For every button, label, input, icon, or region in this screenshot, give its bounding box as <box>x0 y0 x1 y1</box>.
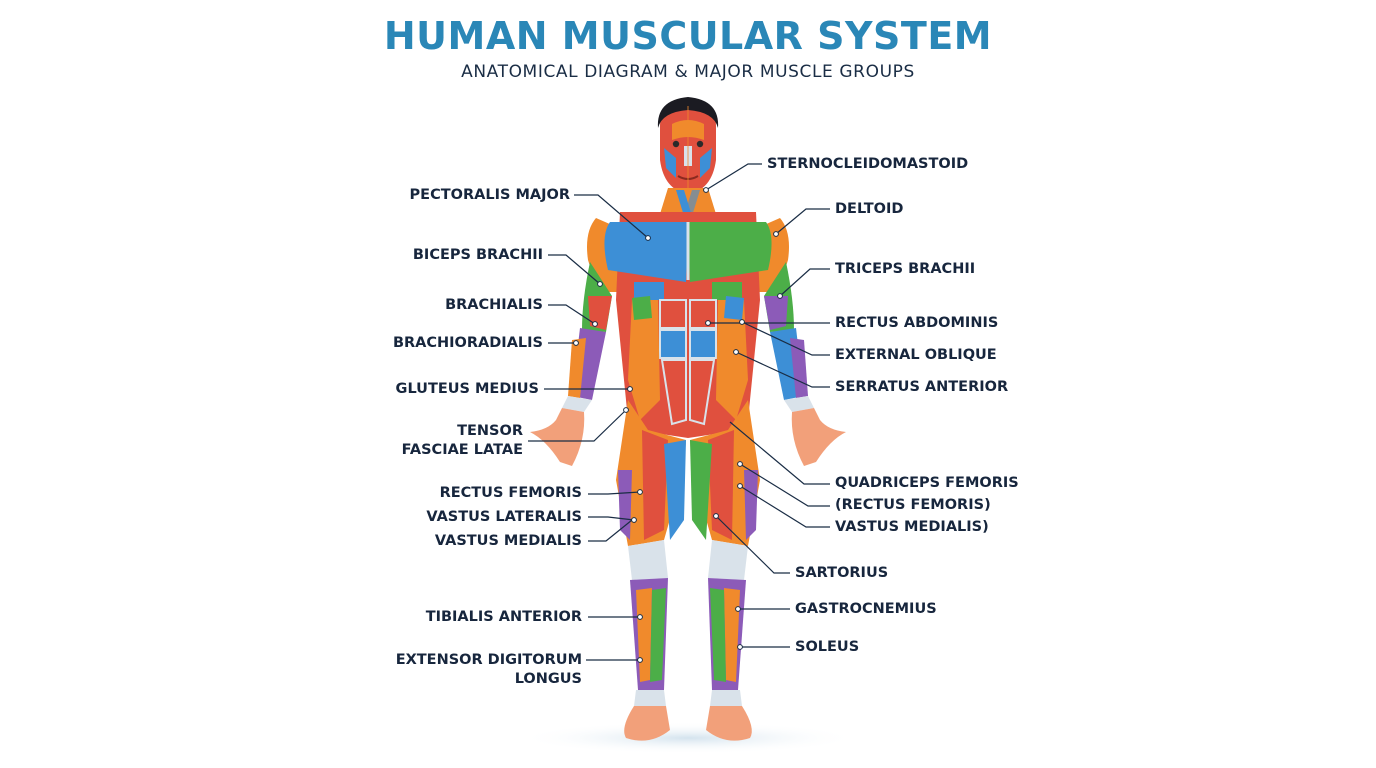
label-quadriceps-rectus-femoris: (RECTUS FEMORIS) <box>835 497 991 513</box>
label-external-oblique: EXTERNAL OBLIQUE <box>835 347 997 363</box>
leader-external-oblique <box>741 321 830 356</box>
leader-pectoralis-major <box>574 194 649 239</box>
label-sartorius: SARTORIUS <box>795 565 889 581</box>
label-extensor-digitorum-longus: EXTENSOR DIGITORUM LONGUS <box>396 651 582 689</box>
neck <box>660 188 716 216</box>
label-quadriceps-vastus-medialis: VASTUS MEDIALIS) <box>835 519 989 535</box>
label-extensor-digitorum-longus-line1: EXTENSOR DIGITORUM <box>395 652 582 668</box>
leader-sartorius <box>715 515 790 574</box>
label-pectoralis-major: PECTORALIS MAJOR <box>409 187 570 203</box>
label-tensor-fasciae-latae-line1: TENSOR <box>457 423 523 439</box>
leader-triceps-brachii <box>779 268 830 297</box>
leader-rectus-femoris <box>588 491 641 495</box>
leader-lines-left <box>528 194 649 661</box>
label-extensor-digitorum-longus-line2: LONGUS <box>514 671 582 687</box>
leader-biceps-brachii <box>548 254 601 285</box>
label-quadriceps-femoris: QUADRICEPS FEMORIS <box>835 475 1019 491</box>
leader-quadriceps-rectus-femoris <box>739 463 830 507</box>
leader-sternocleidomastoid <box>705 163 762 191</box>
leader-serratus-anterior <box>735 351 830 388</box>
label-soleus: SOLEUS <box>795 639 860 655</box>
label-tibialis-anterior: TIBIALIS ANTERIOR <box>425 609 582 625</box>
label-rectus-abdominis: RECTUS ABDOMINIS <box>835 315 999 331</box>
label-triceps-brachii: TRICEPS BRACHII <box>835 261 976 277</box>
diagram-subtitle: ANATOMICAL DIAGRAM & MAJOR MUSCLE GROUPS <box>461 62 915 82</box>
label-sternocleidomastoid: STERNOCLEIDOMASTOID <box>767 156 969 172</box>
leader-brachialis <box>548 304 596 325</box>
leader-deltoid <box>775 208 830 235</box>
left-leg <box>616 400 686 741</box>
diagram-title: HUMAN MUSCULAR SYSTEM <box>383 14 993 58</box>
label-brachialis: BRACHIALIS <box>445 297 543 313</box>
floor-shadow <box>518 722 858 754</box>
label-brachioradialis: BRACHIORADIALIS <box>392 335 543 351</box>
label-gluteus-medius: GLUTEUS MEDIUS <box>395 381 539 397</box>
leader-quadriceps-femoris <box>729 421 830 485</box>
label-tensor-fasciae-latae-line2: FASCIAE LATAE <box>401 442 523 458</box>
leader-tensor-fasciae-latae <box>528 409 627 442</box>
torso <box>604 212 772 438</box>
label-vastus-medialis: VASTUS MEDIALIS <box>434 533 582 549</box>
pointer-dots <box>573 187 783 663</box>
label-tensor-fasciae-latae: TENSOR FASCIAE LATAE <box>402 422 523 460</box>
label-rectus-femoris: RECTUS FEMORIS <box>439 485 582 501</box>
label-deltoid: DELTOID <box>835 201 904 217</box>
head <box>657 97 719 202</box>
leader-vastus-lateralis <box>588 516 635 521</box>
label-vastus-lateralis: VASTUS LATERALIS <box>426 509 582 525</box>
leader-lines-right <box>705 163 830 648</box>
leader-quadriceps-vastus-medialis <box>739 485 830 528</box>
leader-vastus-medialis <box>588 519 633 542</box>
label-gastrocnemius: GASTROCNEMIUS <box>795 601 937 617</box>
right-leg <box>690 400 760 741</box>
label-serratus-anterior: SERRATUS ANTERIOR <box>835 379 1009 395</box>
label-biceps-brachii: BICEPS BRACHII <box>412 247 543 263</box>
